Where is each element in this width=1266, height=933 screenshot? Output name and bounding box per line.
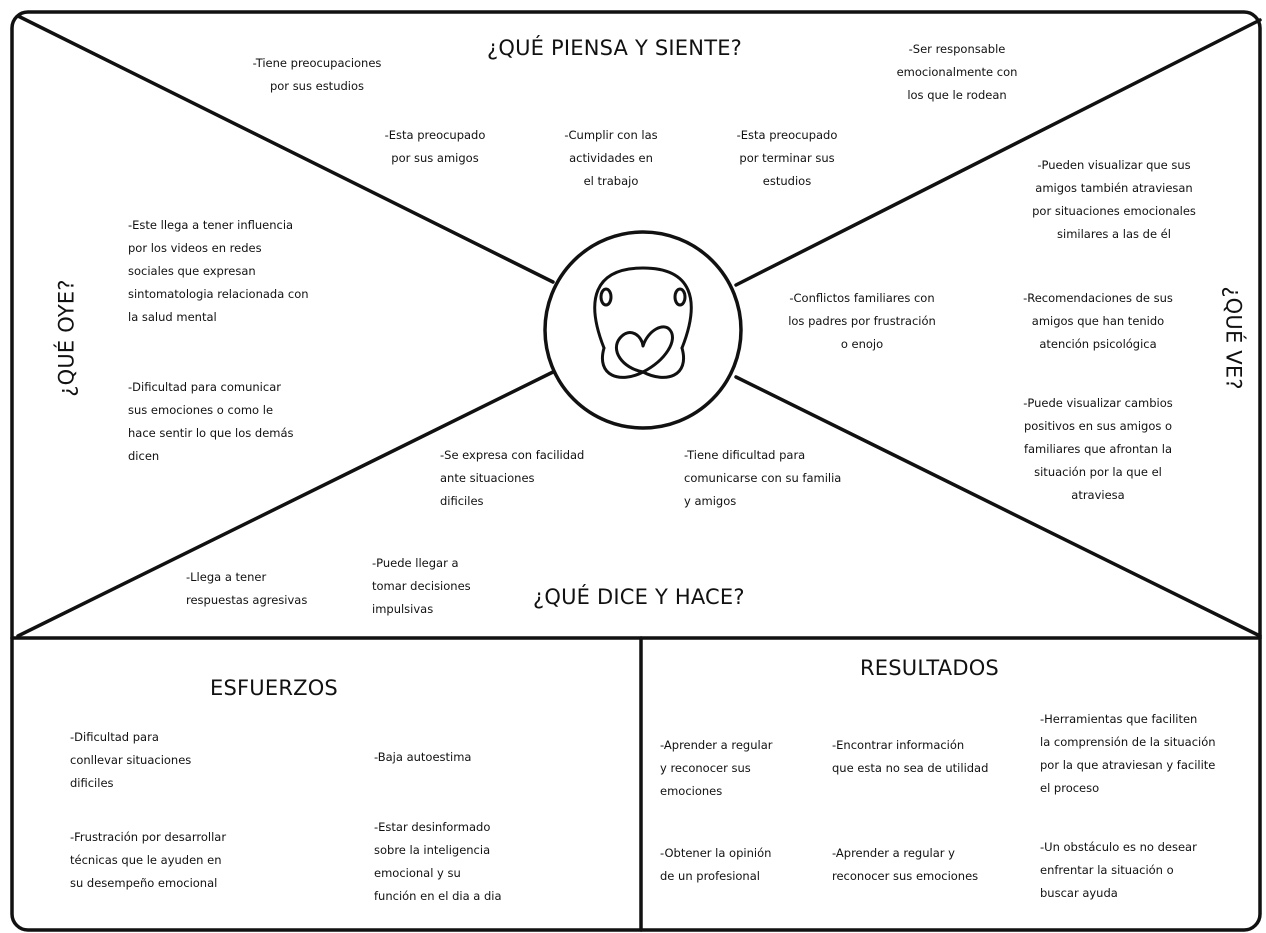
resultados-item: -Obtener la opinión de un profesional [660,846,772,883]
esfuerzos-item: -Estar desinformado sobre la inteligenci… [374,820,502,903]
heading-dice: ¿QUÉ DICE Y HACE? [533,585,745,609]
dice-item: -Tiene dificultad para comunicarse con s… [684,448,842,508]
heading-ve: ¿QUÉ VE? [1221,286,1246,390]
piensa-item: -Cumplir con las actividades en el traba… [564,128,658,188]
resultados-item: -Herramientas que faciliten la comprensi… [1040,712,1216,795]
piensa-item: -Esta preocupado por sus amigos [384,128,486,165]
oye-item: -Este llega a tener influencia por los v… [128,218,309,324]
heading-resultados: RESULTADOS [860,656,999,680]
esfuerzos-item: -Baja autoestima [374,750,472,764]
diagonal-bottom-left [16,370,555,638]
dice-item: -Se expresa con facilidad ante situacion… [440,448,585,508]
piensa-item: -Esta preocupado por terminar sus estudi… [736,128,838,188]
dice-item: -Llega a tener respuestas agresivas [186,570,308,607]
esfuerzos-item: -Dificultad para conllevar situaciones d… [70,730,192,790]
person-hugging-heart-icon [593,266,693,379]
piensa-item: -Ser responsable emocionalmente con los … [896,42,1018,102]
center-circle [543,230,743,430]
oye-item: -Dificultad para comunicar sus emociones… [128,380,294,463]
resultados-item: -Un obstáculo es no desear enfrentar la … [1040,840,1197,900]
piensa-item: -Tiene preocupaciones por sus estudios [252,56,382,93]
diagonal-top-right [734,18,1262,287]
dice-item: -Puede llegar a tomar decisiones impulsi… [372,556,471,616]
resultados-item: -Aprender a regular y reconocer sus emoc… [660,738,773,798]
resultados-item: -Aprender a regular y reconocer sus emoc… [832,846,979,883]
heading-piensa: ¿QUÉ PIENSA Y SIENTE? [487,36,743,60]
esfuerzos-item: -Frustración por desarrollar técnicas qu… [70,830,227,890]
center-item: -Conflictos familiares con los padres po… [788,291,936,351]
heading-esfuerzos: ESFUERZOS [210,676,338,700]
diagonal-top-left [16,14,555,284]
ve-item: -Pueden visualizar que sus amigos tambié… [1032,158,1196,241]
outer-border [10,10,1262,932]
ve-item: -Puede visualizar cambios positivos en s… [1023,396,1173,502]
ve-item: -Recomendaciones de sus amigos que han t… [1023,291,1173,351]
diagonal-bottom-right [734,375,1262,638]
heading-oye: ¿QUÉ OYE? [54,279,79,397]
resultados-item: -Encontrar información que esta no sea d… [832,738,989,775]
